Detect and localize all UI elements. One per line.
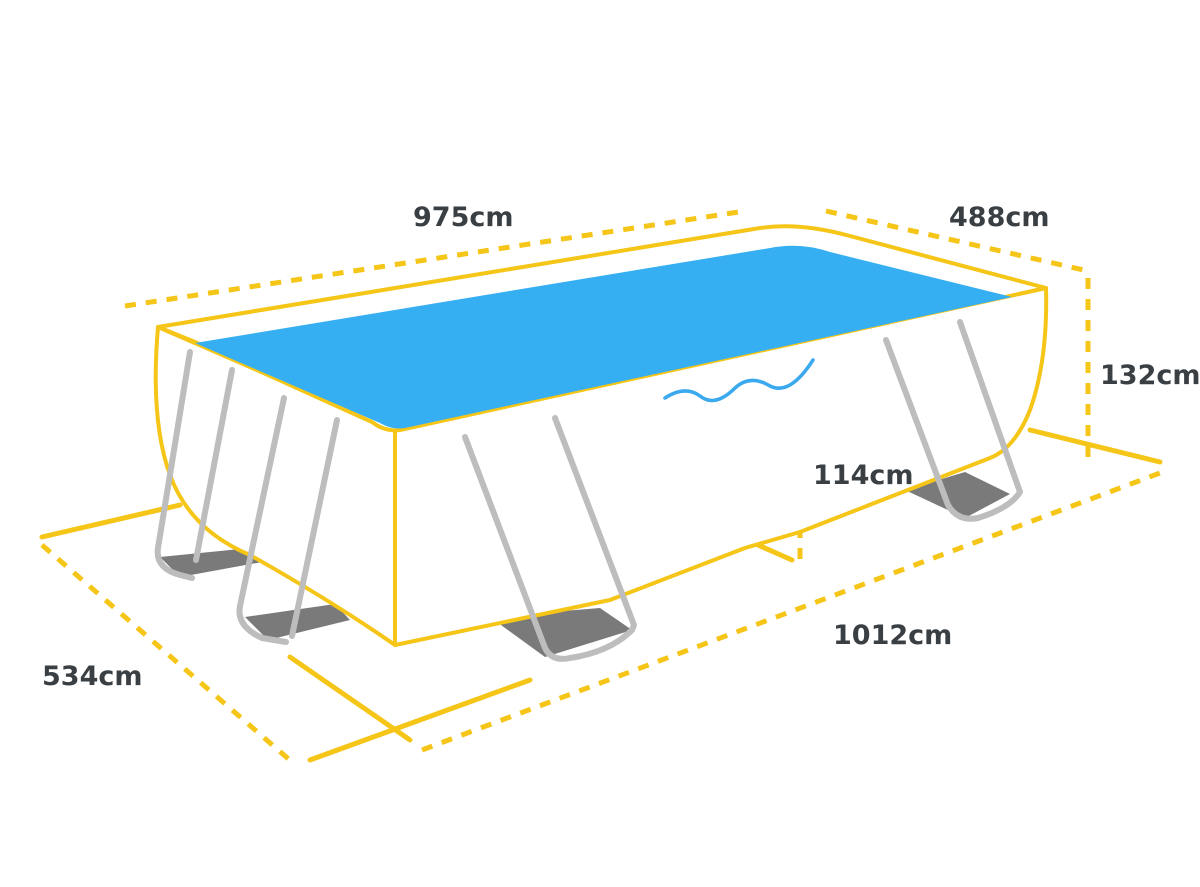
water-wave-icon (663, 358, 815, 403)
frame-legs (154, 319, 1023, 662)
leg-shadow (905, 472, 1010, 518)
frame-leg (236, 395, 289, 645)
base-length-dashed (421, 467, 1169, 753)
frame-leg (883, 319, 1023, 522)
top-length-label: 975cm (413, 202, 514, 233)
base-right-line (1027, 427, 1163, 465)
leg-shadow (490, 608, 632, 657)
frame-leg (289, 417, 340, 639)
leg-shadow (160, 548, 262, 577)
base-width-dashed (40, 543, 294, 764)
pool-right-wall (393, 286, 1049, 647)
base-length-line-front (307, 677, 533, 763)
water-surface (195, 245, 1012, 429)
frame-leg (462, 415, 637, 662)
top-width-dashed (825, 208, 1089, 274)
base-width-line-front (287, 654, 413, 743)
base-width-line-left (39, 502, 183, 540)
water-depth-base-tick (755, 542, 795, 563)
wall-height-label: 132cm (1100, 360, 1200, 391)
top-width-label: 488cm (949, 202, 1050, 233)
base-lines (39, 427, 1163, 763)
leg-shadows (160, 472, 1010, 657)
frame-leg (193, 367, 235, 563)
water-depth-label: 114cm (813, 460, 914, 491)
base-width-label: 534cm (42, 661, 143, 692)
frame-leg (154, 349, 195, 581)
base-length-label: 1012cm (833, 620, 953, 651)
